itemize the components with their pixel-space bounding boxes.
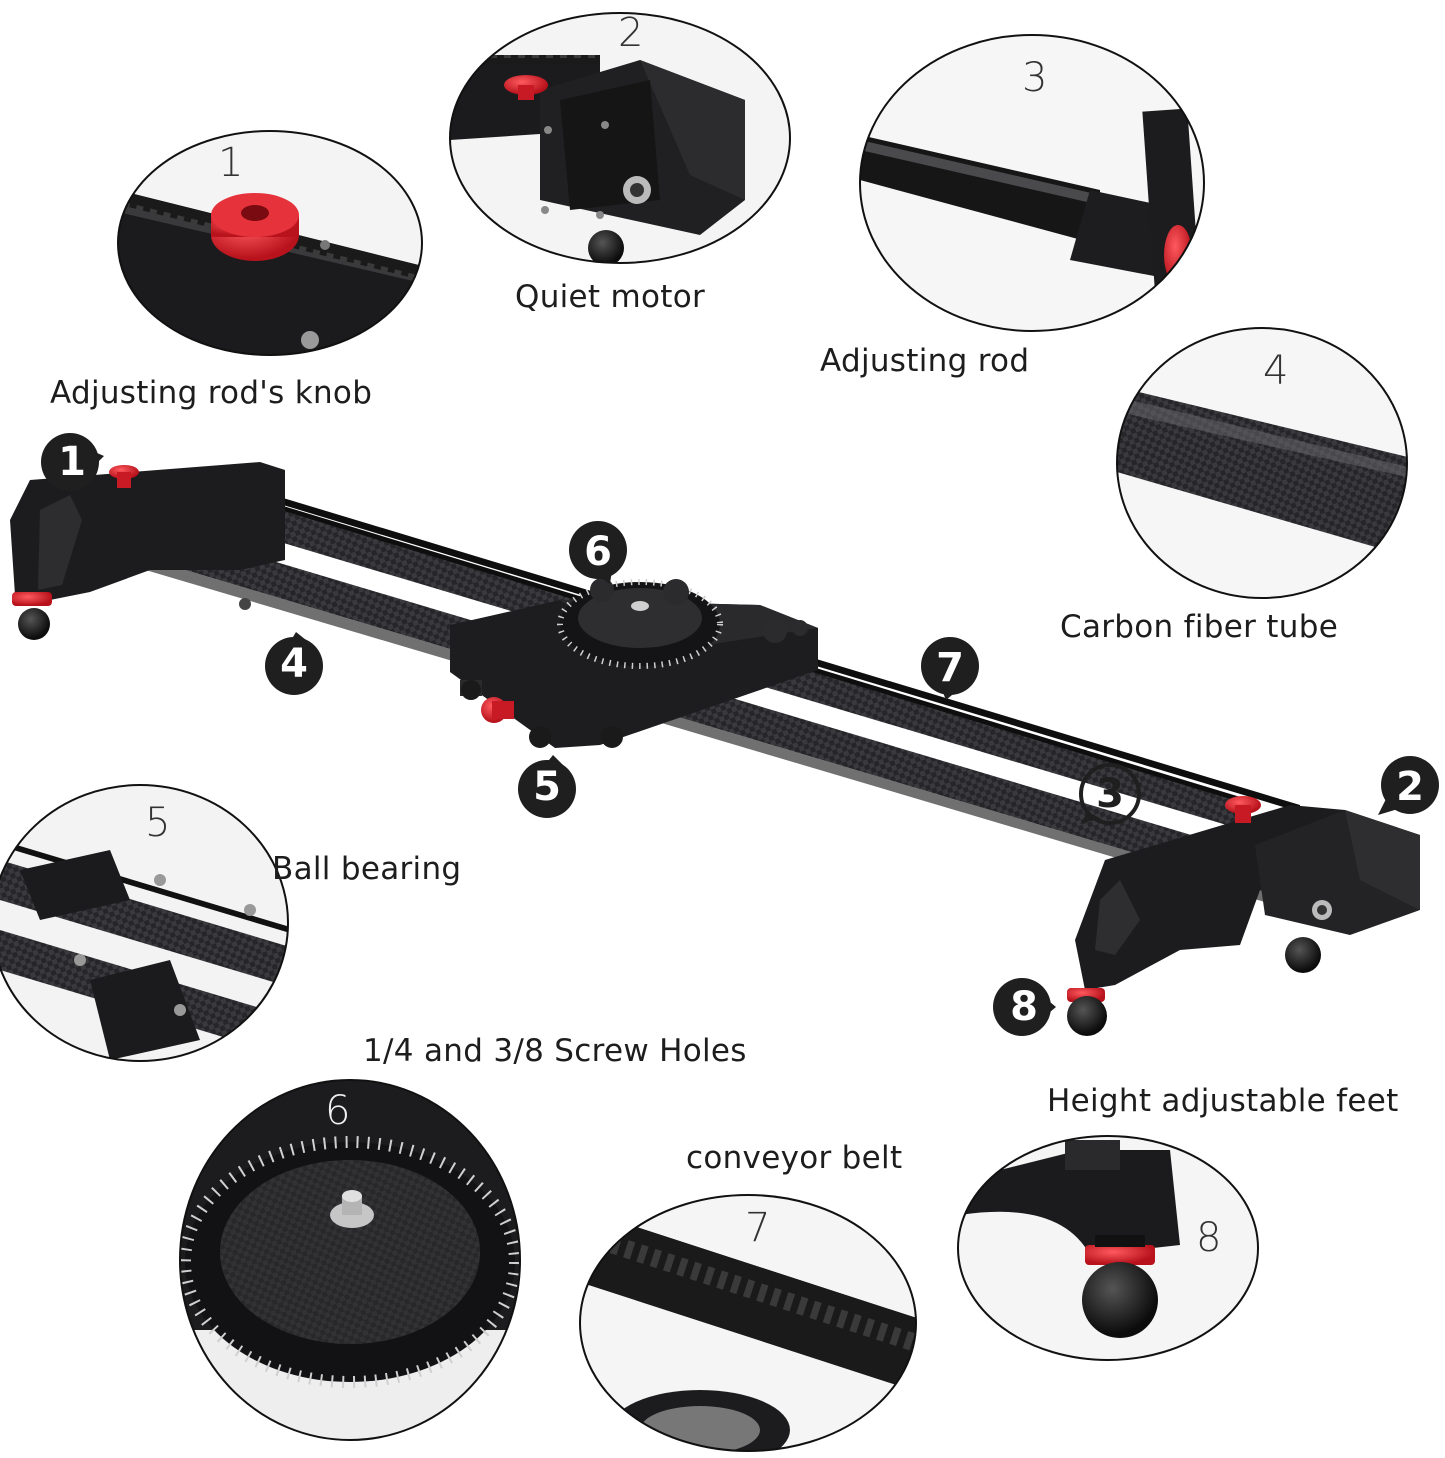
bubble-number-3: 3	[1022, 55, 1048, 101]
marker-badge-icon	[41, 433, 104, 491]
marker-label: 6	[584, 529, 612, 575]
bubble-number-2: 2	[618, 10, 644, 56]
detail-bubble-bearing	[0, 784, 289, 1062]
detail-bubble-plate	[179, 1079, 521, 1441]
marker-badge-icon	[1079, 763, 1141, 825]
marker-badge-icon	[1378, 756, 1439, 815]
marker-badge-icon	[265, 632, 323, 695]
marker-1: 1	[40, 430, 104, 494]
detail-bubble-carbon	[1116, 327, 1408, 599]
marker-label: 3	[1096, 771, 1124, 817]
bubble-number-8: 8	[1196, 1215, 1222, 1261]
caption-rod: Adjusting rod	[820, 343, 1030, 379]
caption-motor: Quiet motor	[515, 279, 706, 315]
marker-6: 6	[566, 520, 630, 584]
marker-label: 1	[58, 439, 86, 485]
marker-7: 7	[918, 636, 982, 700]
caption-bearing: Ball bearing	[272, 851, 462, 887]
camera-slider	[10, 462, 1420, 1036]
marker-label: 2	[1396, 764, 1424, 810]
marker-3: 3	[1078, 762, 1142, 826]
marker-badge-icon	[569, 521, 627, 584]
bubble-number-1: 1	[218, 140, 244, 186]
detail-bubble-belt	[579, 1194, 917, 1452]
marker-label: 7	[936, 645, 964, 691]
marker-badge-icon	[993, 978, 1056, 1036]
bubble-number-5: 5	[145, 800, 171, 846]
marker-2: 2	[1378, 755, 1442, 819]
detail-bubble-motor	[449, 12, 791, 264]
bubble-number-7: 7	[745, 1205, 771, 1251]
detail-bubble-knob	[117, 130, 423, 356]
marker-badge-icon	[921, 637, 979, 700]
caption-belt: conveyor belt	[686, 1140, 903, 1176]
marker-8: 8	[992, 975, 1056, 1039]
marker-label: 5	[533, 764, 561, 810]
bubble-number-6: 6	[325, 1088, 351, 1134]
detail-bubble-foot	[957, 1135, 1259, 1361]
marker-4: 4	[262, 632, 326, 696]
caption-feet: Height adjustable feet	[1047, 1083, 1399, 1119]
caption-knob: Adjusting rod's knob	[50, 375, 373, 411]
bubble-number-4: 4	[1263, 348, 1289, 394]
marker-label: 8	[1010, 984, 1038, 1030]
marker-5: 5	[515, 755, 579, 819]
marker-badge-icon	[518, 755, 576, 818]
caption-screw-holes: 1/4 and 3/8 Screw Holes	[363, 1033, 747, 1069]
caption-carbon: Carbon fiber tube	[1060, 609, 1339, 645]
marker-label: 4	[280, 641, 308, 687]
